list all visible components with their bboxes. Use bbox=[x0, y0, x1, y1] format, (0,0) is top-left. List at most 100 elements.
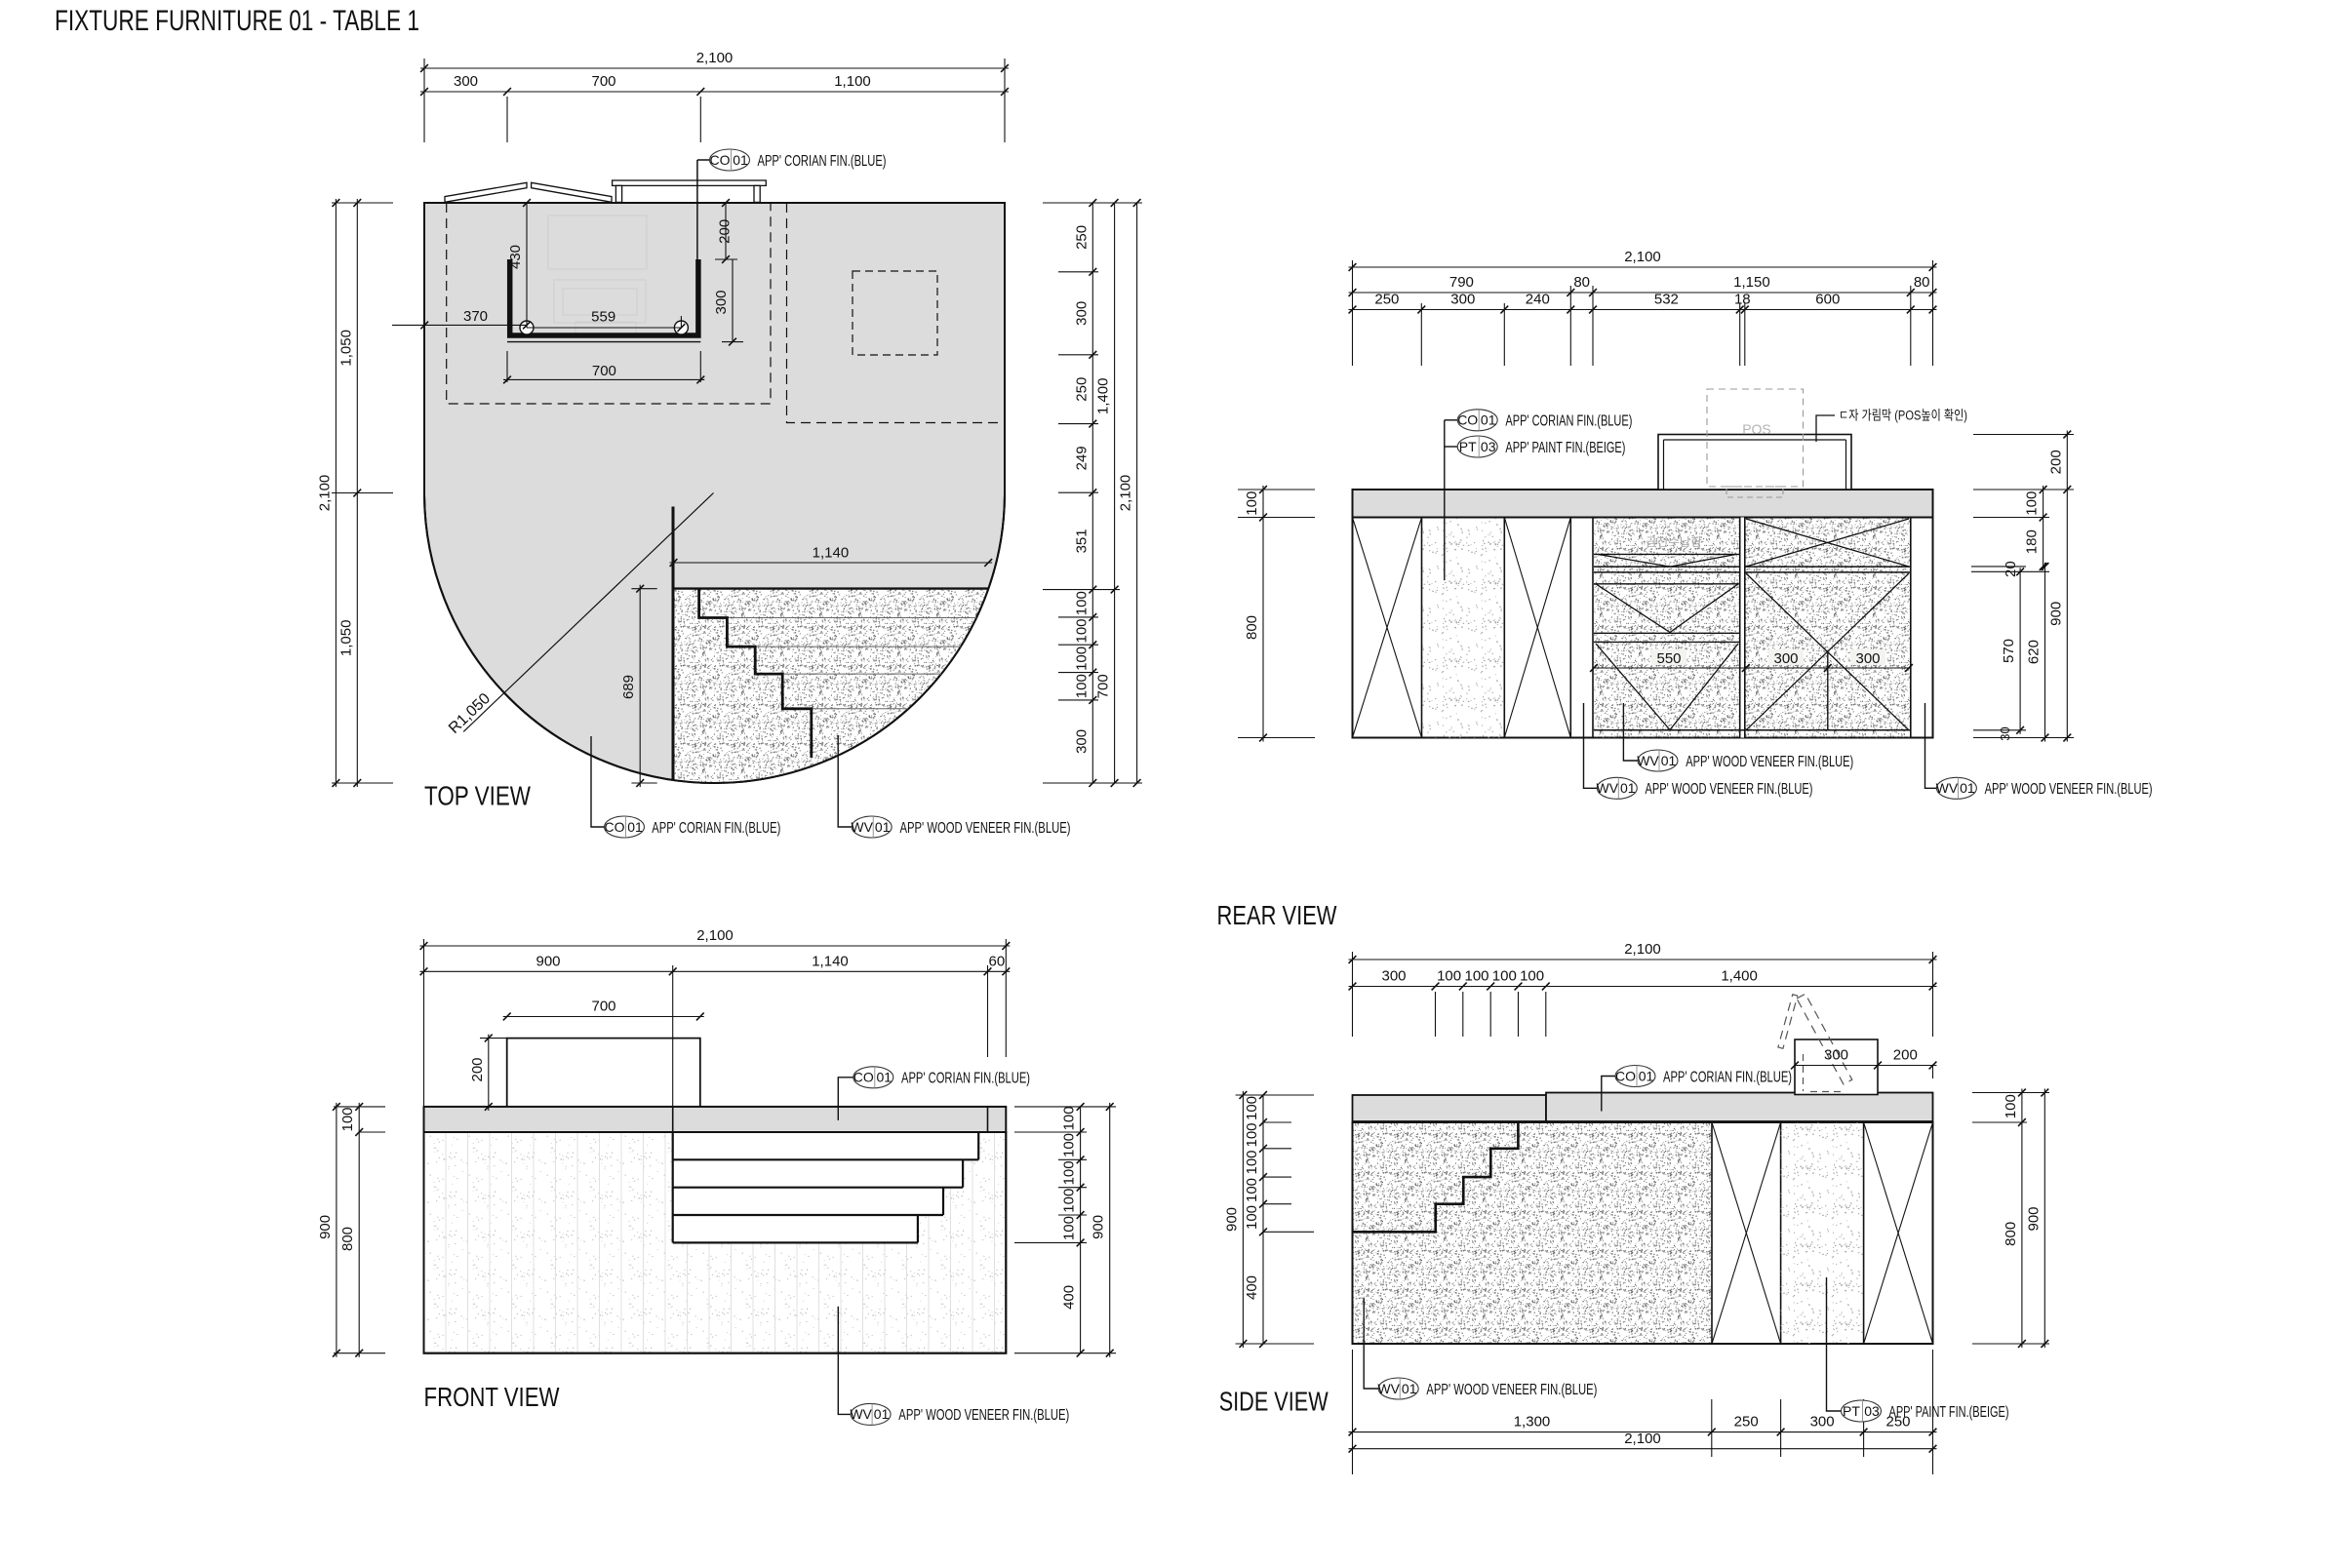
svg-text:APP' WOOD VENEER FIN.(BLUE): APP' WOOD VENEER FIN.(BLUE) bbox=[1985, 781, 2153, 798]
svg-text:300: 300 bbox=[1073, 729, 1090, 754]
svg-text:APP' WOOD VENEER FIN.(BLUE): APP' WOOD VENEER FIN.(BLUE) bbox=[1646, 781, 1813, 798]
svg-text:1,400: 1,400 bbox=[1721, 968, 1758, 985]
svg-text:30: 30 bbox=[1998, 726, 2012, 740]
svg-text:PT: PT bbox=[1843, 1403, 1860, 1419]
svg-text:POS: POS bbox=[1742, 421, 1771, 437]
svg-text:SIDE VIEW: SIDE VIEW bbox=[1219, 1387, 1329, 1417]
svg-text:100: 100 bbox=[1244, 1205, 1260, 1230]
svg-text:250: 250 bbox=[1073, 377, 1090, 402]
svg-text:100: 100 bbox=[1244, 1150, 1260, 1174]
svg-text:250: 250 bbox=[1374, 292, 1399, 308]
svg-text:100: 100 bbox=[1073, 591, 1090, 615]
svg-text:700: 700 bbox=[1095, 674, 1112, 698]
svg-text:2,100: 2,100 bbox=[1624, 249, 1661, 265]
svg-text:18: 18 bbox=[1734, 292, 1751, 308]
svg-text:300: 300 bbox=[1855, 650, 1880, 667]
svg-text:100: 100 bbox=[1520, 968, 1544, 985]
svg-text:200: 200 bbox=[469, 1057, 486, 1081]
svg-text:250: 250 bbox=[1885, 1414, 1910, 1431]
svg-text:100: 100 bbox=[339, 1107, 356, 1131]
svg-text:WV: WV bbox=[1936, 780, 1959, 796]
svg-text:금전수납함: 금전수납함 bbox=[1646, 535, 1702, 549]
svg-text:900: 900 bbox=[2025, 1206, 2042, 1231]
svg-text:400: 400 bbox=[1061, 1285, 1078, 1310]
svg-text:01: 01 bbox=[1620, 780, 1636, 796]
svg-text:900: 900 bbox=[1091, 1215, 1107, 1239]
svg-text:900: 900 bbox=[2047, 602, 2064, 626]
svg-text:01: 01 bbox=[1661, 753, 1677, 768]
svg-text:2,100: 2,100 bbox=[316, 475, 333, 512]
svg-text:550: 550 bbox=[1656, 650, 1681, 667]
svg-text:CO: CO bbox=[710, 152, 731, 168]
svg-text:APP' CORIAN FIN.(BLUE): APP' CORIAN FIN.(BLUE) bbox=[758, 153, 887, 170]
svg-text:2,100: 2,100 bbox=[1624, 941, 1661, 958]
svg-text:100: 100 bbox=[1492, 968, 1517, 985]
svg-text:300: 300 bbox=[454, 73, 478, 90]
svg-text:CO: CO bbox=[1615, 1068, 1636, 1083]
svg-text:100: 100 bbox=[1073, 647, 1090, 671]
svg-text:100: 100 bbox=[1244, 1096, 1260, 1120]
svg-text:100: 100 bbox=[1244, 1178, 1260, 1202]
svg-text:100: 100 bbox=[1061, 1189, 1078, 1213]
svg-text:1,140: 1,140 bbox=[812, 953, 849, 969]
svg-text:APP' WOOD VENEER FIN.(BLUE): APP' WOOD VENEER FIN.(BLUE) bbox=[1686, 754, 1853, 770]
svg-text:03: 03 bbox=[1481, 439, 1496, 454]
svg-text:400: 400 bbox=[1244, 1275, 1260, 1300]
svg-text:900: 900 bbox=[317, 1215, 334, 1239]
svg-text:100: 100 bbox=[1437, 968, 1461, 985]
svg-text:20: 20 bbox=[2003, 561, 2019, 577]
svg-text:2,100: 2,100 bbox=[696, 50, 734, 66]
svg-text:APP' PAINT FIN.(BEIGE): APP' PAINT FIN.(BEIGE) bbox=[1505, 440, 1625, 456]
svg-text:WV: WV bbox=[850, 1406, 872, 1422]
svg-text:2,100: 2,100 bbox=[1118, 475, 1134, 512]
svg-text:1,140: 1,140 bbox=[813, 545, 850, 562]
svg-text:100: 100 bbox=[1464, 968, 1488, 985]
svg-text:180: 180 bbox=[2024, 529, 2041, 554]
svg-text:800: 800 bbox=[1244, 615, 1260, 640]
svg-text:80: 80 bbox=[1914, 274, 1930, 291]
svg-text:249: 249 bbox=[1073, 446, 1090, 470]
svg-text:2,100: 2,100 bbox=[1624, 1431, 1661, 1447]
svg-text:FRONT VIEW: FRONT VIEW bbox=[424, 1382, 560, 1412]
svg-text:APP' CORIAN FIN.(BLUE): APP' CORIAN FIN.(BLUE) bbox=[652, 820, 780, 837]
svg-text:800: 800 bbox=[2003, 1222, 2019, 1246]
svg-text:80: 80 bbox=[1573, 274, 1590, 291]
svg-text:REAR VIEW: REAR VIEW bbox=[1217, 900, 1337, 930]
svg-text:700: 700 bbox=[592, 363, 616, 379]
svg-text:01: 01 bbox=[627, 819, 643, 835]
svg-text:APP' WOOD VENEER FIN.(BLUE): APP' WOOD VENEER FIN.(BLUE) bbox=[900, 820, 1071, 837]
svg-text:300: 300 bbox=[713, 290, 730, 314]
svg-text:100: 100 bbox=[1073, 674, 1090, 698]
svg-text:CO: CO bbox=[605, 819, 625, 835]
svg-text:300: 300 bbox=[1773, 650, 1798, 667]
svg-text:01: 01 bbox=[877, 1070, 893, 1085]
svg-text:2,100: 2,100 bbox=[696, 927, 734, 944]
svg-text:WV: WV bbox=[1597, 780, 1619, 796]
svg-text:100: 100 bbox=[1244, 1122, 1260, 1147]
svg-text:370: 370 bbox=[463, 308, 488, 325]
svg-text:60: 60 bbox=[989, 953, 1006, 969]
svg-text:01: 01 bbox=[875, 819, 891, 835]
svg-text:689: 689 bbox=[620, 675, 637, 699]
svg-text:WV: WV bbox=[1637, 753, 1659, 768]
svg-text:CO: CO bbox=[853, 1070, 874, 1085]
svg-text:WV: WV bbox=[1377, 1381, 1400, 1396]
svg-text:ㄷ자 가림막 (POS높이 확인): ㄷ자 가림막 (POS높이 확인) bbox=[1839, 409, 1967, 423]
svg-text:01: 01 bbox=[1639, 1068, 1654, 1083]
svg-text:900: 900 bbox=[536, 953, 560, 969]
svg-text:01: 01 bbox=[1960, 780, 1975, 796]
svg-text:300: 300 bbox=[1381, 968, 1406, 985]
svg-text:01: 01 bbox=[874, 1406, 890, 1422]
svg-text:200: 200 bbox=[717, 219, 734, 244]
svg-text:PT: PT bbox=[1459, 439, 1477, 454]
svg-text:01: 01 bbox=[1481, 412, 1496, 428]
svg-text:800: 800 bbox=[339, 1227, 356, 1251]
svg-text:620: 620 bbox=[2026, 640, 2043, 664]
svg-text:600: 600 bbox=[1815, 292, 1840, 308]
svg-text:APP' WOOD VENEER FIN.(BLUE): APP' WOOD VENEER FIN.(BLUE) bbox=[898, 1407, 1069, 1424]
svg-text:100: 100 bbox=[1073, 618, 1090, 643]
svg-text:1,400: 1,400 bbox=[1095, 378, 1112, 415]
svg-text:430: 430 bbox=[507, 245, 524, 269]
svg-text:700: 700 bbox=[591, 73, 615, 90]
svg-text:CO: CO bbox=[1457, 412, 1478, 428]
